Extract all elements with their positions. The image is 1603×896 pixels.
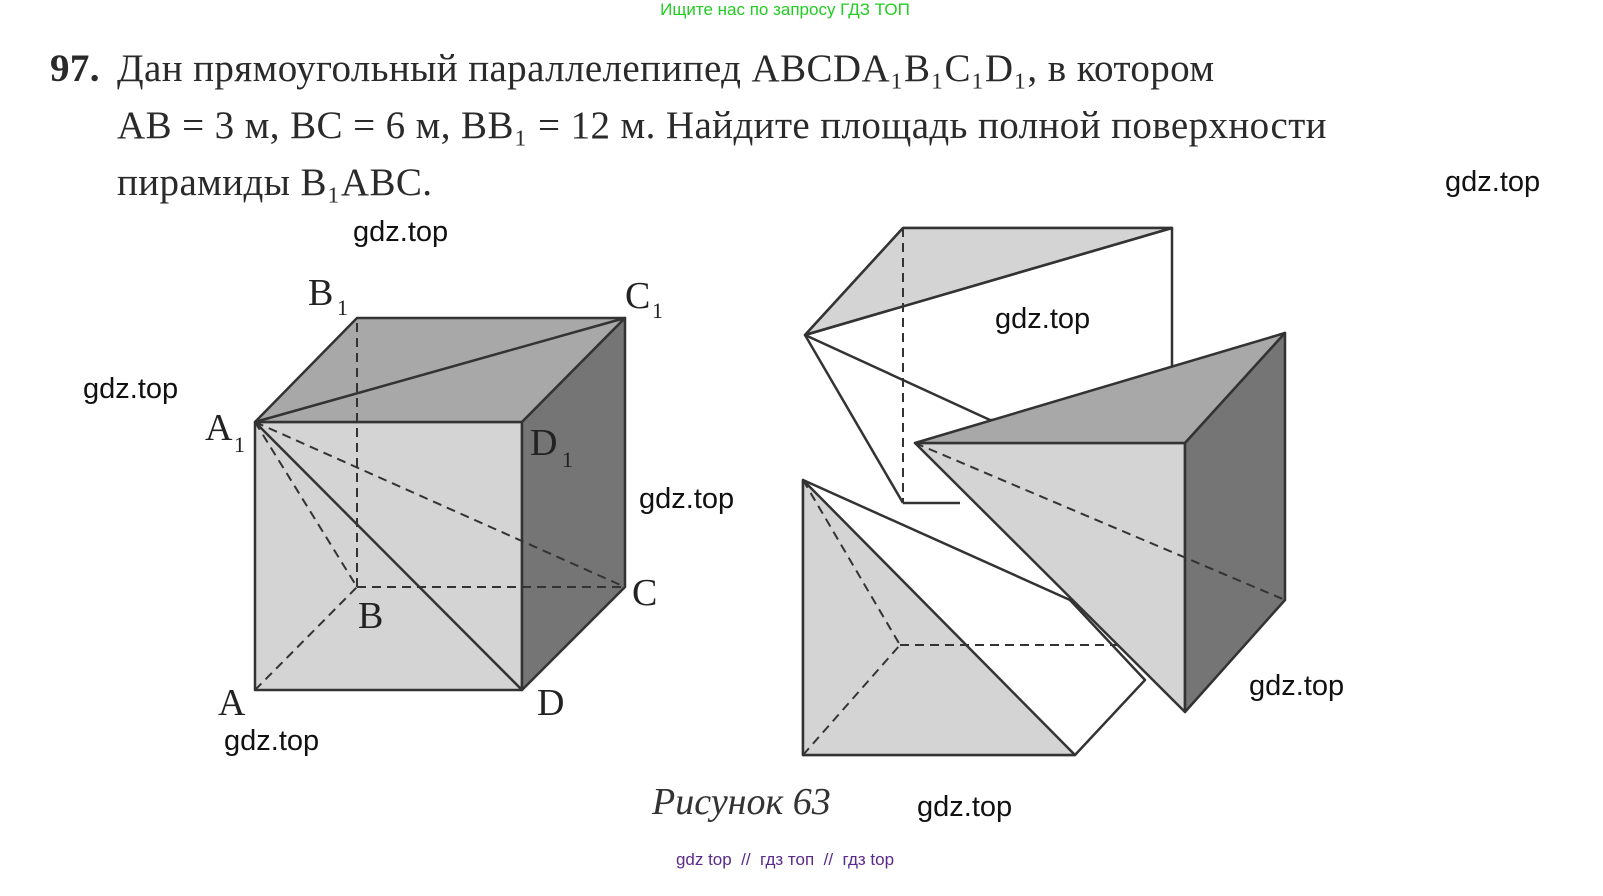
label-D1: D (530, 422, 557, 464)
problem-line-3: пирамиды B₁ABC. (117, 161, 433, 204)
watermark: gdz.top (639, 483, 735, 515)
prism-right-face (1183, 331, 1287, 714)
search-banner: Ищите нас по запросу ГДЗ ТОП (660, 0, 910, 19)
watermark: gdz.top (83, 373, 179, 405)
watermark: gdz.top (917, 791, 1013, 823)
label-C: C (632, 572, 657, 614)
label-A1-sub: 1 (234, 432, 245, 457)
watermark: gdz.top (224, 725, 320, 757)
label-B1-sub: 1 (337, 295, 348, 320)
label-A: A (218, 682, 246, 724)
label-B: B (358, 595, 383, 637)
problem-line-2: AB = 3 м, BC = 6 м, BB₁ = 12 м. Найдите … (117, 104, 1327, 147)
label-D: D (537, 682, 564, 724)
figure-caption: Рисунок 63 (652, 781, 831, 823)
watermark: gdz.top (353, 216, 449, 248)
footer-watermark: gdz top // гдз топ // гдз top (675, 850, 895, 869)
label-B1: B (308, 272, 333, 314)
watermark: gdz.top (995, 303, 1091, 335)
problem-number: 97. (50, 47, 100, 90)
watermark: gdz.top (1249, 670, 1345, 702)
problem-line-1: Дан прямоугольный параллелепипед ABCDA₁B… (117, 47, 1215, 90)
label-C1-sub: 1 (652, 298, 663, 323)
lower-piece-face (801, 478, 1077, 757)
label-D1-sub: 1 (562, 447, 573, 472)
label-C1: C (625, 275, 650, 317)
watermark: gdz.top (1445, 166, 1541, 198)
label-A1: A (205, 407, 233, 449)
